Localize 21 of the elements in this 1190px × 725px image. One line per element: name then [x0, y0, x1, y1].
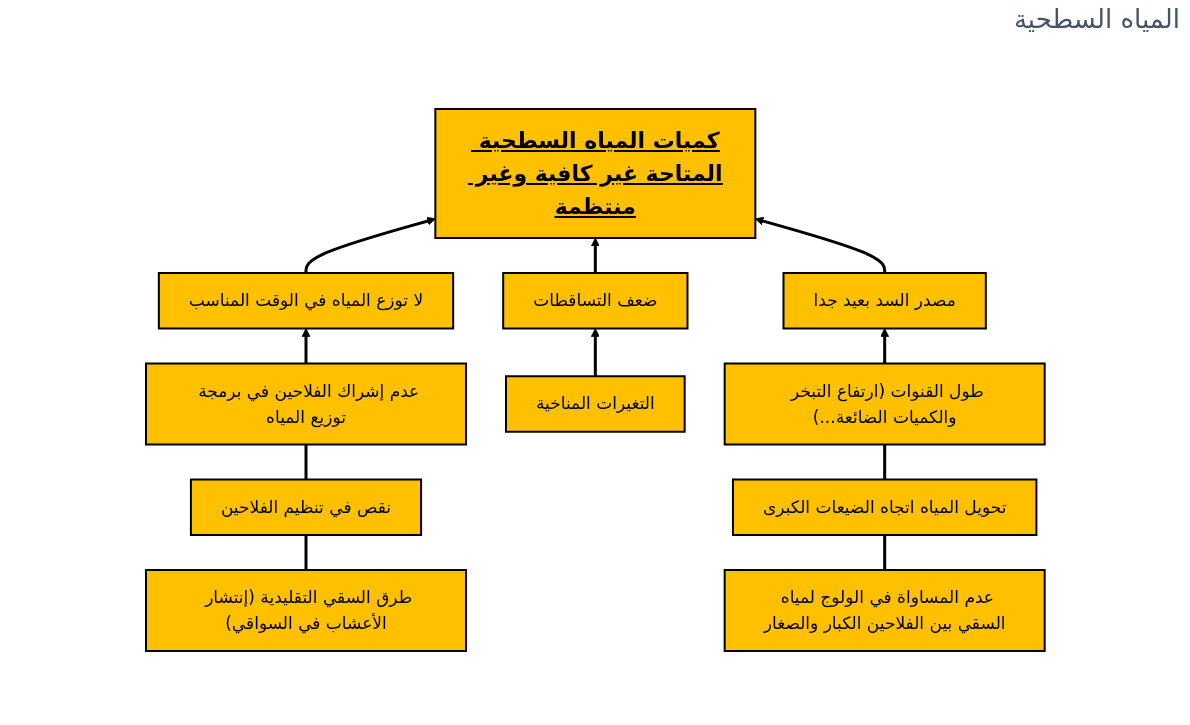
- node-box: تحويل المياه اتجاه الضيعات الكبرى: [731, 478, 1038, 536]
- connector: [882, 535, 886, 570]
- arrow: [754, 216, 886, 273]
- arrow: [590, 328, 600, 377]
- node-box: طول القنوات (ارتفاع التبخر والكميات الضائعة...): [723, 362, 1046, 446]
- node-box: طرق السقي التقليدية (إنتشار الأعشاب في السواقي): [144, 569, 467, 652]
- node-box: التغيرات المناخية: [504, 375, 686, 433]
- node-box: ضعف التساقطات: [501, 272, 689, 330]
- node-box: عدم المساواة في الولوج لمياه السقي بين الفلاحين الكبار والصغار: [723, 569, 1046, 652]
- arrow: [301, 328, 311, 364]
- diagram-title: المياه السطحية: [1013, 4, 1180, 34]
- node-box: نقص في تنظيم الفلاحين: [189, 478, 422, 536]
- node-box: عدم إشراك الفلاحين في برمجة توزيع المياه: [144, 362, 467, 446]
- node-box: مصدر السد بعيد جدا: [782, 272, 987, 330]
- arrow: [590, 237, 600, 273]
- connector: [882, 444, 886, 480]
- connector: [304, 444, 308, 480]
- connector: [304, 535, 308, 570]
- arrow: [879, 328, 889, 364]
- node-box: كميات المياه السطحية المتاحة غير كافية وغير منتظمة: [434, 108, 756, 239]
- node-box: لا توزع المياه في الوقت المناسب: [157, 272, 454, 330]
